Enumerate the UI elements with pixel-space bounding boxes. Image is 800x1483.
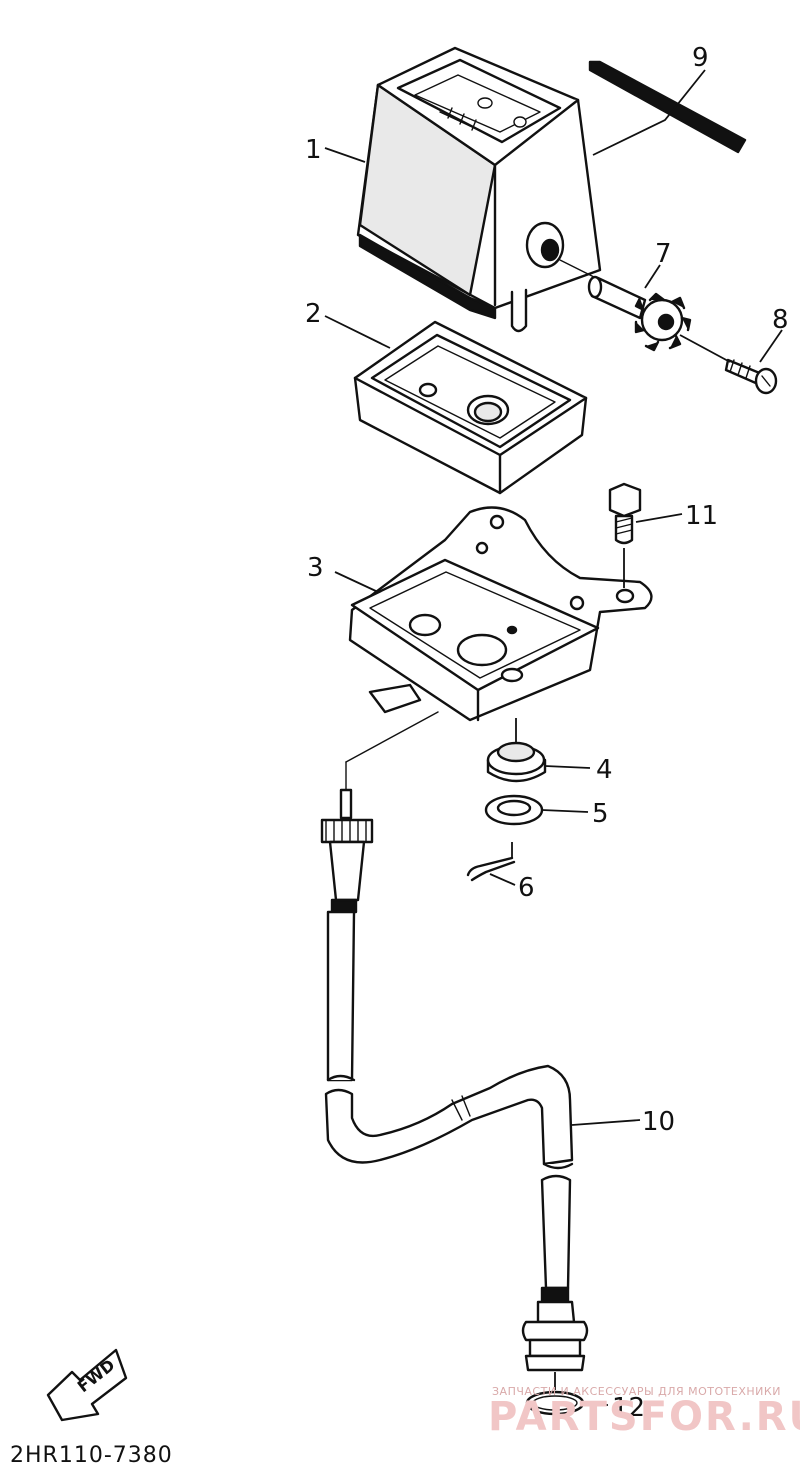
part-8-screw[interactable] xyxy=(724,358,778,395)
part-9-strip[interactable] xyxy=(588,60,747,154)
fwd-arrow-icon xyxy=(46,1348,128,1422)
callout-12: 12 xyxy=(612,1393,645,1423)
callout-5: 5 xyxy=(592,799,609,829)
part-1-meter-housing[interactable] xyxy=(356,46,602,333)
part-12-o-ring[interactable] xyxy=(525,1390,585,1416)
watermark-tagline: ЗАПЧАСТИ И АКСЕССУАРЫ ДЛЯ МОТОТЕХНИКИ xyxy=(492,1385,781,1398)
part-6-clip[interactable] xyxy=(466,856,516,882)
callout-3: 3 xyxy=(307,553,324,583)
callout-10: 10 xyxy=(642,1107,675,1137)
leader-7 xyxy=(644,264,661,289)
callout-2: 2 xyxy=(305,299,322,329)
callout-1: 1 xyxy=(305,135,322,165)
leader-8 xyxy=(759,329,783,363)
leader-5 xyxy=(541,809,589,813)
part-10-cable[interactable] xyxy=(320,711,589,1372)
part-3-bracket[interactable] xyxy=(348,506,653,722)
callout-7: 7 xyxy=(655,239,672,269)
callout-6: 6 xyxy=(518,873,535,903)
callout-4: 4 xyxy=(596,755,613,785)
part-7-gear[interactable] xyxy=(587,275,692,352)
leader-3 xyxy=(334,571,379,593)
leader-2 xyxy=(324,315,391,349)
part-2-cover[interactable] xyxy=(353,320,588,495)
leader-10 xyxy=(571,1119,641,1126)
leader-4 xyxy=(544,765,591,769)
leader-1 xyxy=(324,147,366,163)
callout-11: 11 xyxy=(685,501,718,531)
leader-6 xyxy=(489,873,516,886)
leader-8-dash xyxy=(679,334,731,363)
part-11-bolt[interactable] xyxy=(608,482,642,545)
leader-9 xyxy=(592,69,706,156)
diagram-code: 2HR110-7380 xyxy=(10,1443,173,1468)
part-5-washer[interactable] xyxy=(484,794,544,826)
callout-8: 8 xyxy=(772,305,789,335)
leader-11 xyxy=(635,513,683,523)
callout-9: 9 xyxy=(692,43,709,73)
part-4-grommet[interactable] xyxy=(486,741,547,783)
watermark-brand: PARTSFOR.RU xyxy=(488,1394,800,1440)
